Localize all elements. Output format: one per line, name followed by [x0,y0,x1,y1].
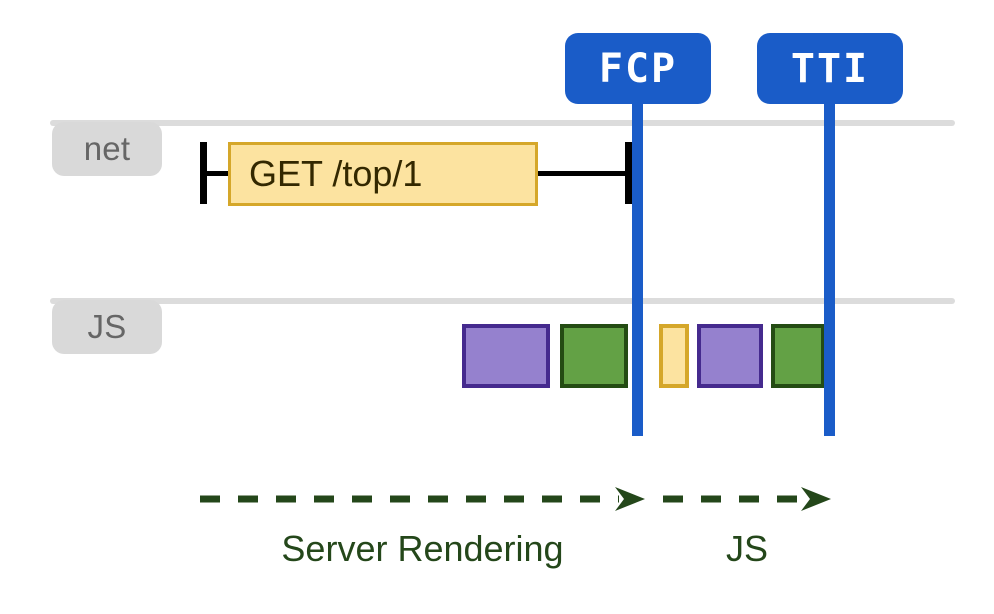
phase-label-js: JS [725,528,768,569]
network-request-label: GET /top/1 [249,153,423,194]
marker-tti-line [824,96,835,436]
net-row-rule [50,120,955,126]
js-task-block-green-4 [771,324,825,388]
js-row-rule [50,298,955,304]
row-label-js-text: JS [87,308,127,345]
marker-fcp-line [632,96,643,436]
js-task-block-purple-0 [462,324,550,388]
phase-arrow-server-rendering [200,487,645,511]
marker-tti-badge: TTI [757,33,903,104]
phase-label-server-rendering: Server Rendering [281,528,564,569]
js-task-block-yellow-2 [659,324,689,388]
row-label-js: JS [52,300,162,354]
js-task-block-green-1 [560,324,628,388]
row-label-net-text: net [83,130,131,167]
js-task-block-purple-3 [697,324,763,388]
row-label-net: net [52,122,162,176]
marker-fcp-badge: FCP [565,33,711,104]
request-end-whisker [625,142,632,204]
phase-arrow-js [663,487,831,511]
network-request-bar: GET /top/1 [228,142,538,206]
